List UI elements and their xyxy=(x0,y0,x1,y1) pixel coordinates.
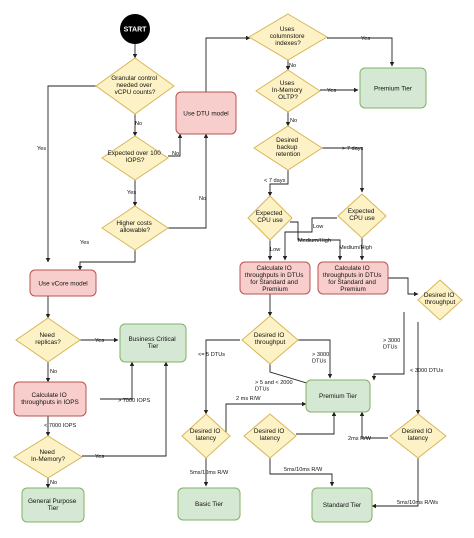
edge-label-granular-yes: Yes xyxy=(37,146,46,152)
decision-io-latency-mid xyxy=(243,413,297,459)
outcome-premium-tier-mid-label: Premium Tier xyxy=(319,393,358,400)
decision-need-in-memory-label: Need In-Memory? xyxy=(31,449,66,463)
decision-higher-costs-label: Higher costs allowable? xyxy=(116,220,153,234)
edge-label-iops100-yes: Yes xyxy=(127,190,136,196)
decision-columnstore-indexes xyxy=(248,13,328,61)
process-calc-io-dtus-right xyxy=(317,261,389,295)
decision-io-throughput-right xyxy=(417,279,463,321)
outcome-standard-tier xyxy=(311,487,373,523)
edge-label-iops100-no: No xyxy=(172,151,179,157)
process-calc-io-dtus-left-label: Calculate IO throughputs in DTUs for Sta… xyxy=(245,265,305,293)
edge-label-rw5-10-mid: 5ms/10ms R/W xyxy=(284,467,323,473)
outcome-business-critical-tier-label: Business Critical Tier xyxy=(128,336,177,350)
edge-labels: No Yes No Yes Yes No Yes No > 7000 IOPS … xyxy=(37,36,443,506)
edge-label-gt5-lt2000: > 5 and < 2000 DTUs xyxy=(255,380,294,392)
edge-label-inmemory-no: No xyxy=(50,480,57,486)
edge-label-cpu-left-medium-high: Medium/High xyxy=(298,238,331,244)
edge-label-columnstore-yes: Yes xyxy=(361,36,370,42)
edge-label-gt3000dtus: > 3000 DTUs xyxy=(312,352,331,364)
decision-in-memory-oltp-label: Uses In-Memory OLTP? xyxy=(272,80,304,101)
decision-granular-control xyxy=(95,57,175,115)
edge-label-rw5-10-left: 5ms/10ms R/W xyxy=(190,470,229,476)
process-calc-io-dtus-right-label: Calculate IO throughputs in DTUs for Sta… xyxy=(323,265,383,293)
edge-label-oltp-yes: Yes xyxy=(327,88,336,94)
process-use-dtu-model-label: Use DTU model xyxy=(183,111,228,118)
decision-need-replicas-label: Need replicas? xyxy=(35,332,61,346)
decision-over-100-iops-label: Expected over 100 IOPS? xyxy=(107,150,162,164)
edge-label-lt7days: < 7 days xyxy=(264,178,286,184)
outcome-premium-tier-top-label: Premium Tier xyxy=(374,86,413,93)
edge-label-lt7000iops: < 7000 IOPS xyxy=(44,423,76,429)
outcome-premium-tier-top xyxy=(359,67,427,109)
decision-cpu-use-right xyxy=(337,193,387,239)
decision-need-replicas xyxy=(15,317,81,363)
decision-cpu-use-left xyxy=(247,195,293,241)
decision-io-latency-right xyxy=(389,413,447,459)
process-calc-io-iops-label: Calculate IO throughputs in IOPS xyxy=(21,392,79,406)
edge-label-gt7000iops: > 7000 IOPS xyxy=(118,398,150,404)
edge-label-columnstore-no: No xyxy=(289,63,296,69)
edges xyxy=(45,35,421,509)
decision-io-latency-right-label: Desired IO latency xyxy=(402,428,434,442)
edge-label-lt3000dtus: < 3000 DTUs xyxy=(410,368,443,374)
edge-label-le5dtus: <= 5 DTUs xyxy=(198,352,225,358)
outcome-business-critical-tier xyxy=(119,323,187,363)
decision-io-latency-left-label: Desired IO latency xyxy=(190,428,222,442)
edge-label-inmemory-yes: Yes xyxy=(95,454,104,460)
start-node xyxy=(120,14,150,44)
decision-io-throughput-right-label: Desired IO throughput xyxy=(424,292,456,306)
edge-label-replicas-no: No xyxy=(50,369,57,375)
edge-label-cpu-right-low: Low xyxy=(313,224,324,230)
edge-label-costs-no: No xyxy=(199,196,206,202)
edge-label-replicas-yes: Yes xyxy=(95,338,104,344)
edge-label-rw2ms-a: 2 ms R/W xyxy=(236,396,261,402)
outcome-basic-tier-label: Basic Tier xyxy=(195,501,224,508)
outcome-basic-tier xyxy=(177,487,241,521)
process-calc-io-dtus-left xyxy=(239,261,311,295)
nodes: START Granular control needed over vCPU … xyxy=(13,13,463,523)
edge-label-rw2ms-b: 2ms R/W xyxy=(348,436,372,442)
process-use-vcore-model xyxy=(29,269,97,297)
decision-higher-costs xyxy=(101,205,169,251)
edge-label-cpu-right-medium-high: Medium/High xyxy=(339,245,372,251)
edge-label-gt7days: > 7 days xyxy=(342,146,364,152)
decision-io-latency-mid-label: Desired IO latency xyxy=(254,428,286,442)
outcome-general-purpose-tier-label: General Purpose Tier xyxy=(28,498,78,512)
decision-io-throughput-mid-label: Desired IO throughput xyxy=(254,332,286,346)
decision-cpu-use-right-label: Expected CPU use xyxy=(348,208,376,222)
edge-label-rw5-10-right: 5ms/10ms R/Ws xyxy=(397,500,438,506)
decision-backup-retention-label: Desired backup retention xyxy=(276,137,301,158)
edge-label-cpu-left-low: Low xyxy=(270,247,281,253)
decision-in-memory-oltp xyxy=(255,69,321,113)
process-use-dtu-model xyxy=(175,91,237,135)
outcome-standard-tier-label: Standard Tier xyxy=(323,502,362,509)
edge-label-oltp-no: No xyxy=(290,118,297,124)
edge-label-costs-yes: Yes xyxy=(80,240,89,246)
decision-need-in-memory xyxy=(13,435,83,479)
process-use-vcore-model-label: Use vCore model xyxy=(38,281,87,288)
decision-granular-control-label: Granular control needed over vCPU counts… xyxy=(111,75,159,96)
decision-io-latency-left xyxy=(181,413,231,459)
decision-cpu-use-left-label: Expected CPU use xyxy=(256,210,284,224)
decision-over-100-iops xyxy=(101,135,169,181)
decision-io-throughput-mid xyxy=(241,315,299,365)
start-label: START xyxy=(124,27,148,34)
decision-backup-retention xyxy=(253,125,323,171)
edge-label-gt3000dtus-right: > 3000 DTUs xyxy=(383,338,402,350)
decision-columnstore-indexes-label: Uses columnstore indexes? xyxy=(270,26,307,47)
outcome-general-purpose-tier xyxy=(21,487,85,523)
outcome-premium-tier-mid xyxy=(305,379,371,413)
edge-label-granular-no: No xyxy=(135,121,142,127)
process-calc-io-iops xyxy=(13,381,87,417)
